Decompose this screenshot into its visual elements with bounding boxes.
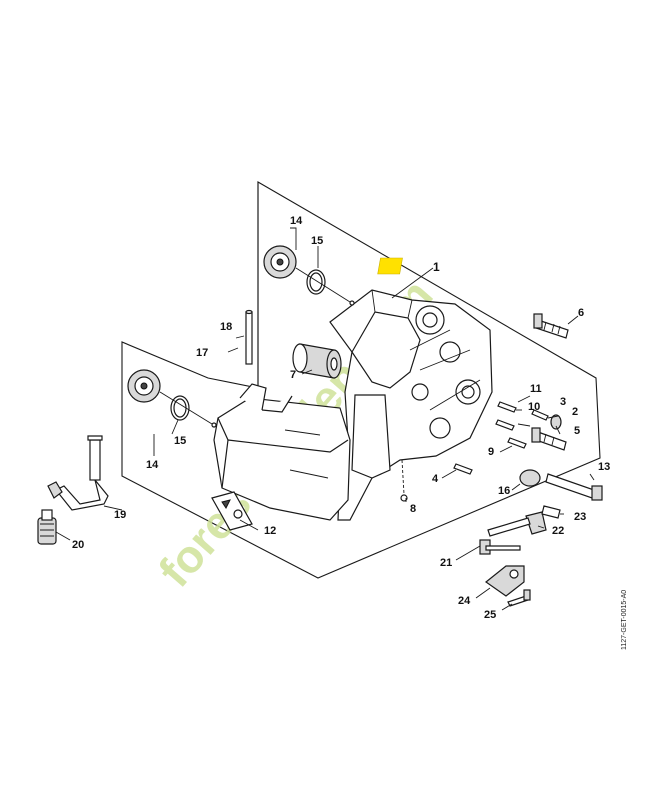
crankcase-part bbox=[329, 289, 493, 521]
callout-15-lower: 15 bbox=[174, 435, 186, 447]
part-9-screw bbox=[507, 437, 527, 449]
part-10-screw bbox=[495, 401, 517, 431]
callout-25: 25 bbox=[484, 609, 496, 621]
callout-labels: 1 2 3 4 5 6 7 8 9 10 11 12 13 14 14 15 1… bbox=[72, 215, 610, 621]
part-25-screw bbox=[507, 589, 531, 607]
part-20-filter bbox=[37, 509, 57, 545]
part-18-pin bbox=[245, 309, 253, 365]
callout-22: 22 bbox=[552, 525, 564, 537]
part-8-pin bbox=[400, 459, 408, 502]
callout-19: 19 bbox=[114, 509, 126, 521]
callout-4: 4 bbox=[432, 473, 439, 485]
callout-6: 6 bbox=[578, 307, 584, 319]
part-6-bolt bbox=[533, 313, 569, 339]
callout-21: 21 bbox=[440, 557, 452, 569]
leader-lines bbox=[55, 227, 595, 611]
callout-2: 2 bbox=[572, 406, 578, 418]
callout-20: 20 bbox=[72, 539, 84, 551]
callout-3: 3 bbox=[560, 396, 566, 408]
part-16-cap bbox=[519, 469, 541, 487]
part-19-hose bbox=[47, 435, 109, 511]
part-12-plate bbox=[211, 491, 253, 531]
part-21-screw bbox=[479, 539, 521, 555]
part-7-component bbox=[292, 343, 342, 379]
callout-13: 13 bbox=[598, 461, 610, 473]
part-13-screw bbox=[545, 473, 603, 501]
part-23-washer bbox=[541, 505, 561, 519]
callout-18: 18 bbox=[220, 321, 232, 333]
callout-9: 9 bbox=[488, 446, 494, 458]
callout-12: 12 bbox=[264, 525, 276, 537]
part-3-pin bbox=[531, 409, 549, 421]
upper-bearing-assembly bbox=[263, 245, 355, 306]
part-22-clamp bbox=[487, 511, 547, 537]
drawing-code: 1127-GET-0015-A0 bbox=[621, 590, 628, 650]
assembly-frame-main bbox=[121, 181, 601, 579]
part-2-sleeve bbox=[550, 414, 562, 430]
callout-1-highlight bbox=[377, 257, 403, 275]
callout-14-lower: 14 bbox=[146, 459, 159, 471]
callout-8: 8 bbox=[410, 503, 416, 515]
part-24-bracket bbox=[484, 565, 525, 597]
callout-17: 17 bbox=[196, 347, 208, 359]
callout-11: 11 bbox=[530, 383, 542, 395]
callout-24: 24 bbox=[458, 595, 471, 607]
callout-15-upper: 15 bbox=[311, 235, 323, 247]
callout-10: 10 bbox=[528, 401, 540, 413]
callout-16: 16 bbox=[498, 485, 510, 497]
lower-bearing-assembly bbox=[127, 369, 217, 428]
part-5-bolt bbox=[531, 427, 567, 451]
part-4-screw bbox=[453, 463, 473, 475]
callout-23: 23 bbox=[574, 511, 586, 523]
callout-1: 1 bbox=[433, 260, 440, 274]
tank-housing bbox=[213, 383, 351, 521]
callout-7: 7 bbox=[290, 369, 296, 381]
callout-14-upper: 14 bbox=[290, 215, 303, 227]
callout-5: 5 bbox=[574, 425, 580, 437]
